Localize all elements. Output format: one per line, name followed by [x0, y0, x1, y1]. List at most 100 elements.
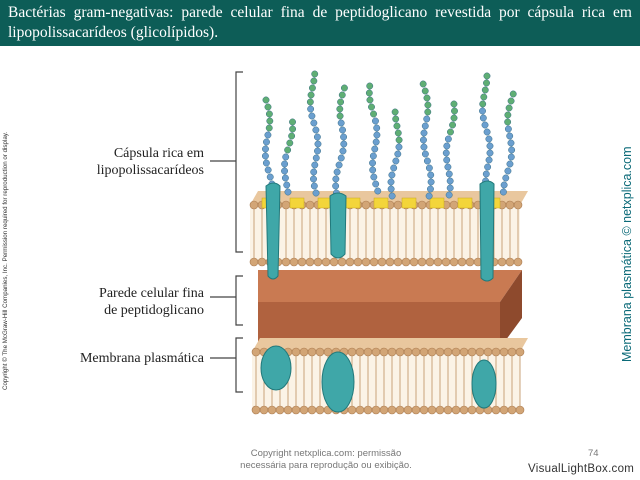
lipid-head [403, 405, 413, 415]
sugar-bead [449, 121, 457, 129]
sugar-bead [479, 107, 486, 115]
sugar-bead [310, 77, 318, 85]
sugar-bead [370, 110, 377, 118]
lipid-head [377, 257, 387, 267]
sugar-bead [391, 108, 399, 116]
lipid-a-block [345, 197, 361, 209]
lipid-head [329, 257, 339, 267]
sugar-bead [310, 168, 318, 176]
membrane-label: Membrana plasmática [79, 351, 204, 366]
sugar-bead [372, 180, 380, 188]
lipid-head [283, 405, 293, 415]
lipid-head [299, 347, 309, 357]
lipid-head [387, 405, 397, 415]
lipid-head [345, 257, 355, 267]
lipid-head [249, 257, 259, 267]
slide-title: Bactérias gram-negativas: parede celular… [0, 0, 640, 46]
sugar-bead [337, 98, 345, 106]
sugar-bead [333, 168, 341, 176]
outer-protein-center [329, 192, 347, 259]
sugar-bead [423, 157, 431, 165]
sugar-bead [307, 105, 315, 113]
sugar-bead [500, 181, 508, 189]
lipid-head [291, 405, 301, 415]
sugar-bead [266, 117, 274, 125]
lipid-head [419, 347, 429, 357]
footer-copyright-note: Copyright netxplica.com: permissão neces… [226, 448, 426, 472]
sugar-bead [394, 150, 402, 158]
sugar-bead [312, 126, 320, 134]
lipid-head [441, 257, 451, 267]
lipid-head [401, 257, 411, 267]
lipid-head [513, 200, 523, 210]
sugar-bead [444, 163, 452, 171]
sugar-bead [481, 121, 489, 129]
sugar-bead [427, 178, 435, 186]
sugar-bead [393, 122, 401, 130]
sugar-bead [339, 147, 347, 155]
sugar-bead [337, 119, 345, 127]
lipid-head [417, 257, 427, 267]
sugar-bead [479, 100, 487, 108]
lipid-head [457, 257, 467, 267]
sugar-bead [479, 114, 487, 122]
sugar-bead [481, 86, 489, 94]
sugar-bead [368, 103, 375, 111]
sugar-bead [395, 143, 403, 151]
lipid-head [425, 257, 435, 267]
lipid-head [371, 405, 381, 415]
lipid-head [291, 347, 301, 357]
sugar-bead [483, 72, 491, 80]
sugar-bead [421, 87, 429, 95]
sugar-bead [507, 97, 515, 105]
sugar-bead [314, 147, 321, 155]
lipid-head [363, 405, 373, 415]
sugar-bead [340, 133, 348, 141]
sugar-bead [442, 149, 450, 157]
lipid-head [267, 405, 277, 415]
sugar-bead [506, 160, 514, 168]
sugar-bead [371, 145, 379, 153]
lipid-head [257, 257, 267, 267]
lipid-head [459, 347, 469, 357]
sugar-bead [340, 84, 348, 92]
lipid-head [305, 200, 315, 210]
sugar-bead [504, 118, 512, 126]
lipid-head [281, 200, 291, 210]
sugar-bead [507, 139, 515, 147]
sugar-bead [427, 185, 434, 193]
sugar-bead [265, 124, 273, 132]
sugar-bead [394, 129, 402, 137]
sugar-bead [504, 111, 512, 119]
lipid-head [443, 405, 453, 415]
sugar-bead [447, 128, 454, 136]
sugar-bead [370, 173, 378, 181]
sugar-bead [310, 175, 317, 183]
lipid-head [395, 347, 405, 357]
lipid-head [435, 405, 445, 415]
sugar-bead [392, 115, 400, 123]
footer-note-line1: Copyright netxplica.com: permissão [250, 448, 402, 459]
sugar-bead [372, 117, 379, 125]
sugar-bead [506, 132, 514, 140]
sugar-bead [450, 114, 458, 122]
lipid-head [361, 200, 371, 210]
sugar-bead [424, 101, 432, 109]
sugar-bead [288, 132, 296, 140]
lipid-head [433, 257, 443, 267]
lipid-head [505, 257, 515, 267]
sugar-bead [486, 142, 494, 150]
sugar-bead [507, 153, 515, 161]
sugar-bead [283, 181, 291, 189]
sugar-bead [480, 93, 488, 101]
lipid-head [355, 347, 365, 357]
sugar-bead [373, 124, 381, 132]
sugar-bead [509, 90, 517, 98]
lipid-head [427, 347, 437, 357]
lps-chain [442, 100, 458, 199]
lipid-head [379, 347, 389, 357]
sugar-bead [372, 138, 380, 146]
sugar-bead [419, 80, 427, 88]
sugar-bead [499, 188, 507, 196]
cell-wall-label-line1: Parede celular fina [99, 286, 204, 301]
